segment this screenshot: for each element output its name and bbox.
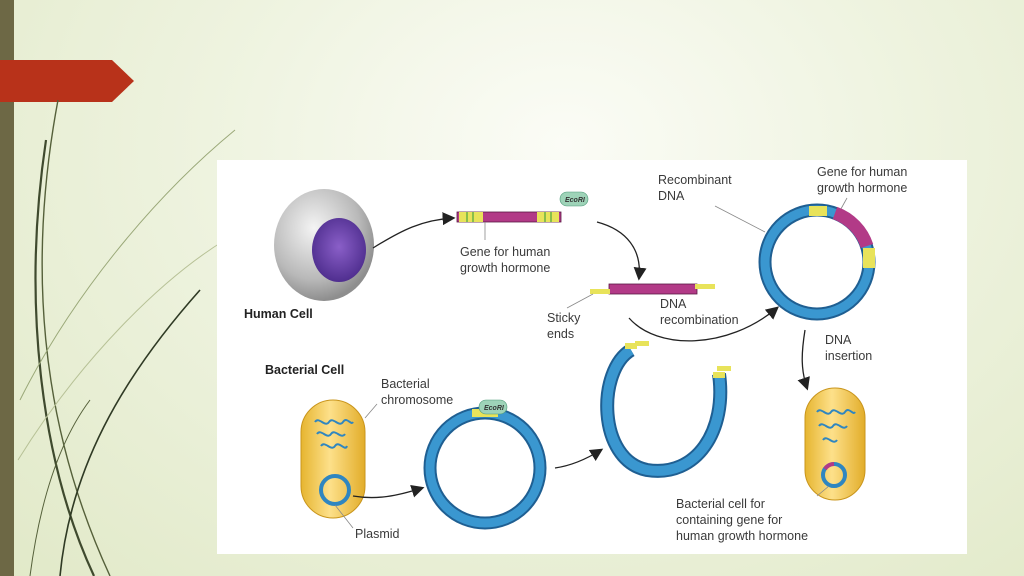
recombinant-dna-ring [758, 203, 876, 321]
cut-gene-fragment [590, 283, 715, 295]
decorative-curves [17, 99, 236, 576]
arrow-plasmid-to-ring [352, 484, 425, 499]
gene-label: Gene for human growth hormone [460, 245, 554, 275]
bacterial-cell [300, 399, 366, 519]
slide-accent-arrow [0, 60, 134, 102]
svg-text:EcoRI: EcoRI [565, 197, 586, 204]
open-plasmid [600, 341, 731, 478]
arrow-to-recombinant [628, 306, 779, 342]
recombinant-dna-diagram: Human Cell EcoRI Gene for human growth h… [244, 165, 911, 543]
slide-left-bar [0, 0, 14, 576]
bacterial-chromosome-label: Bacterial chromosome [381, 377, 453, 407]
result-bacterium-label: Bacterial cell for containing gene for h… [676, 497, 808, 543]
sticky-ends-label: Sticky ends [547, 311, 584, 341]
recombinant-dna-label: Recombinant DNA [658, 173, 735, 203]
bacterial-cell-label: Bacterial Cell [265, 363, 344, 377]
arrow-insertion [797, 329, 810, 391]
gene-label-top: Gene for human growth hormone [817, 165, 911, 195]
dna-insertion-label: DNA insertion [825, 333, 872, 363]
arrow-ring-to-open [554, 448, 604, 469]
arrow-gene-to-cut [596, 221, 647, 281]
dna-recombination-label: DNA recombination [660, 297, 739, 327]
plasmid-label: Plasmid [355, 527, 400, 541]
svg-text:EcoRI: EcoRI [484, 405, 505, 412]
diagram-panel: Human Cell EcoRI Gene for human growth h… [217, 160, 967, 554]
human-cell [274, 189, 374, 301]
ecori-badge-top: EcoRI [559, 191, 589, 207]
gene-fragment [456, 211, 562, 223]
ecori-badge-plasmid: EcoRI [478, 399, 508, 415]
human-cell-label: Human Cell [244, 307, 313, 321]
arrow-cell-to-gene [372, 212, 456, 249]
plasmid-ring [423, 406, 547, 530]
engineered-bacterium [804, 387, 866, 501]
